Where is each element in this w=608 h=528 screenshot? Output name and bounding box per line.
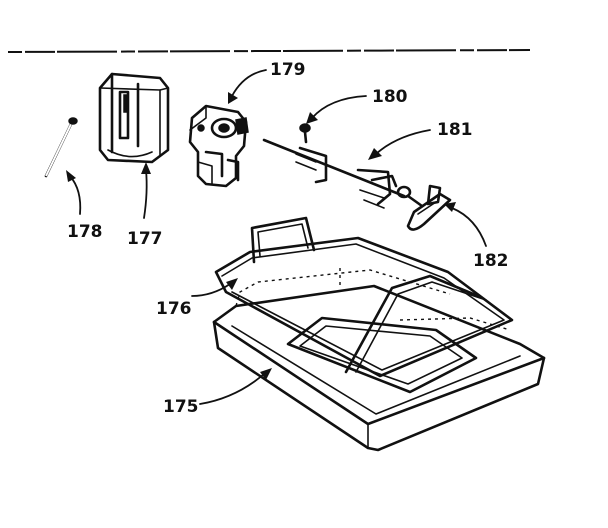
callout-180: 180 (372, 87, 408, 107)
callout-181: 181 (437, 120, 473, 140)
callout-177: 177 (127, 229, 163, 249)
part-180-screw (299, 123, 311, 144)
part-176-wire-rack (214, 216, 514, 378)
part-182-handle (406, 184, 452, 231)
callout-178: 178 (67, 222, 103, 242)
leader-177 (141, 162, 151, 219)
part-181-spit (262, 138, 412, 209)
callout-179: 179 (270, 60, 306, 80)
callout-176: 176 (156, 299, 192, 319)
leader-179 (228, 69, 267, 104)
leader-182 (444, 202, 487, 247)
leader-181 (368, 129, 431, 160)
part-179-motor-unit (188, 104, 249, 188)
leader-175 (199, 368, 272, 405)
leader-180 (306, 95, 367, 124)
leader-178 (66, 170, 82, 215)
part-177-bracket (98, 72, 170, 164)
part-175-pan (212, 268, 546, 452)
scan-border-line (7, 49, 531, 53)
leader-176 (191, 278, 238, 297)
callout-182: 182 (473, 251, 509, 271)
callout-175: 175 (163, 397, 199, 417)
part-178-rod (44, 117, 78, 178)
